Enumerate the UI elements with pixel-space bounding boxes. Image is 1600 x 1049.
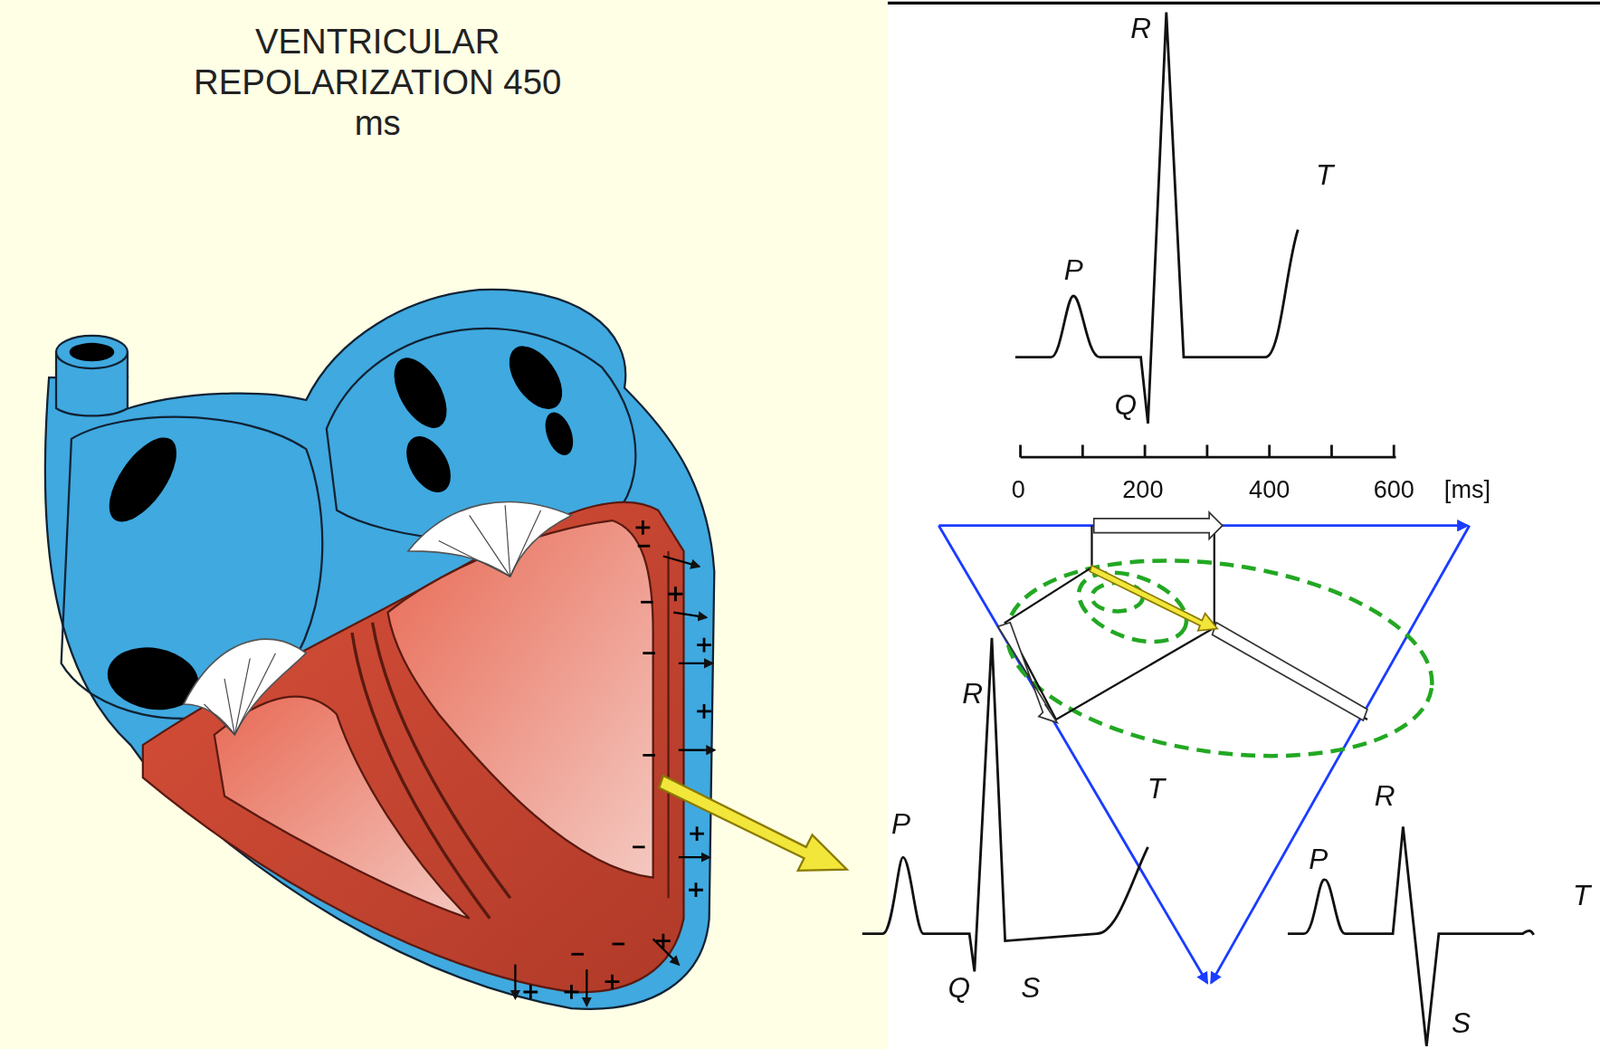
wave-label: R	[1130, 14, 1152, 44]
wave-label: Q	[948, 973, 972, 1003]
ecg-top	[1015, 12, 1397, 458]
title: VENTRICULAR REPOLARIZATION 450 ms	[183, 20, 572, 143]
wave-label: R	[961, 679, 983, 709]
ecg-lead-ii	[862, 638, 1149, 972]
axis-tick-label: 200	[1122, 477, 1163, 503]
wave-label: S	[1020, 973, 1040, 1003]
wave-label: T	[1147, 774, 1165, 804]
wave-label: P	[1308, 845, 1328, 875]
axis-tick-label: 600	[1373, 477, 1415, 503]
axis-tick-label: [ms]	[1444, 477, 1491, 503]
einthoven-triangle	[938, 512, 1469, 983]
axis-tick-label: 400	[1248, 477, 1290, 503]
wave-label: T	[1572, 881, 1591, 911]
wave-label: Q	[1114, 390, 1137, 420]
axis-tick-label: 0	[1011, 477, 1026, 503]
wave-label: P	[891, 809, 911, 839]
wave-label: S	[1451, 1009, 1471, 1039]
heart	[45, 289, 848, 1010]
wave-label: T	[1315, 161, 1334, 191]
ecg-lead-iii	[1287, 826, 1534, 1046]
wave-label: R	[1374, 781, 1396, 811]
wave-label: P	[1064, 256, 1084, 286]
